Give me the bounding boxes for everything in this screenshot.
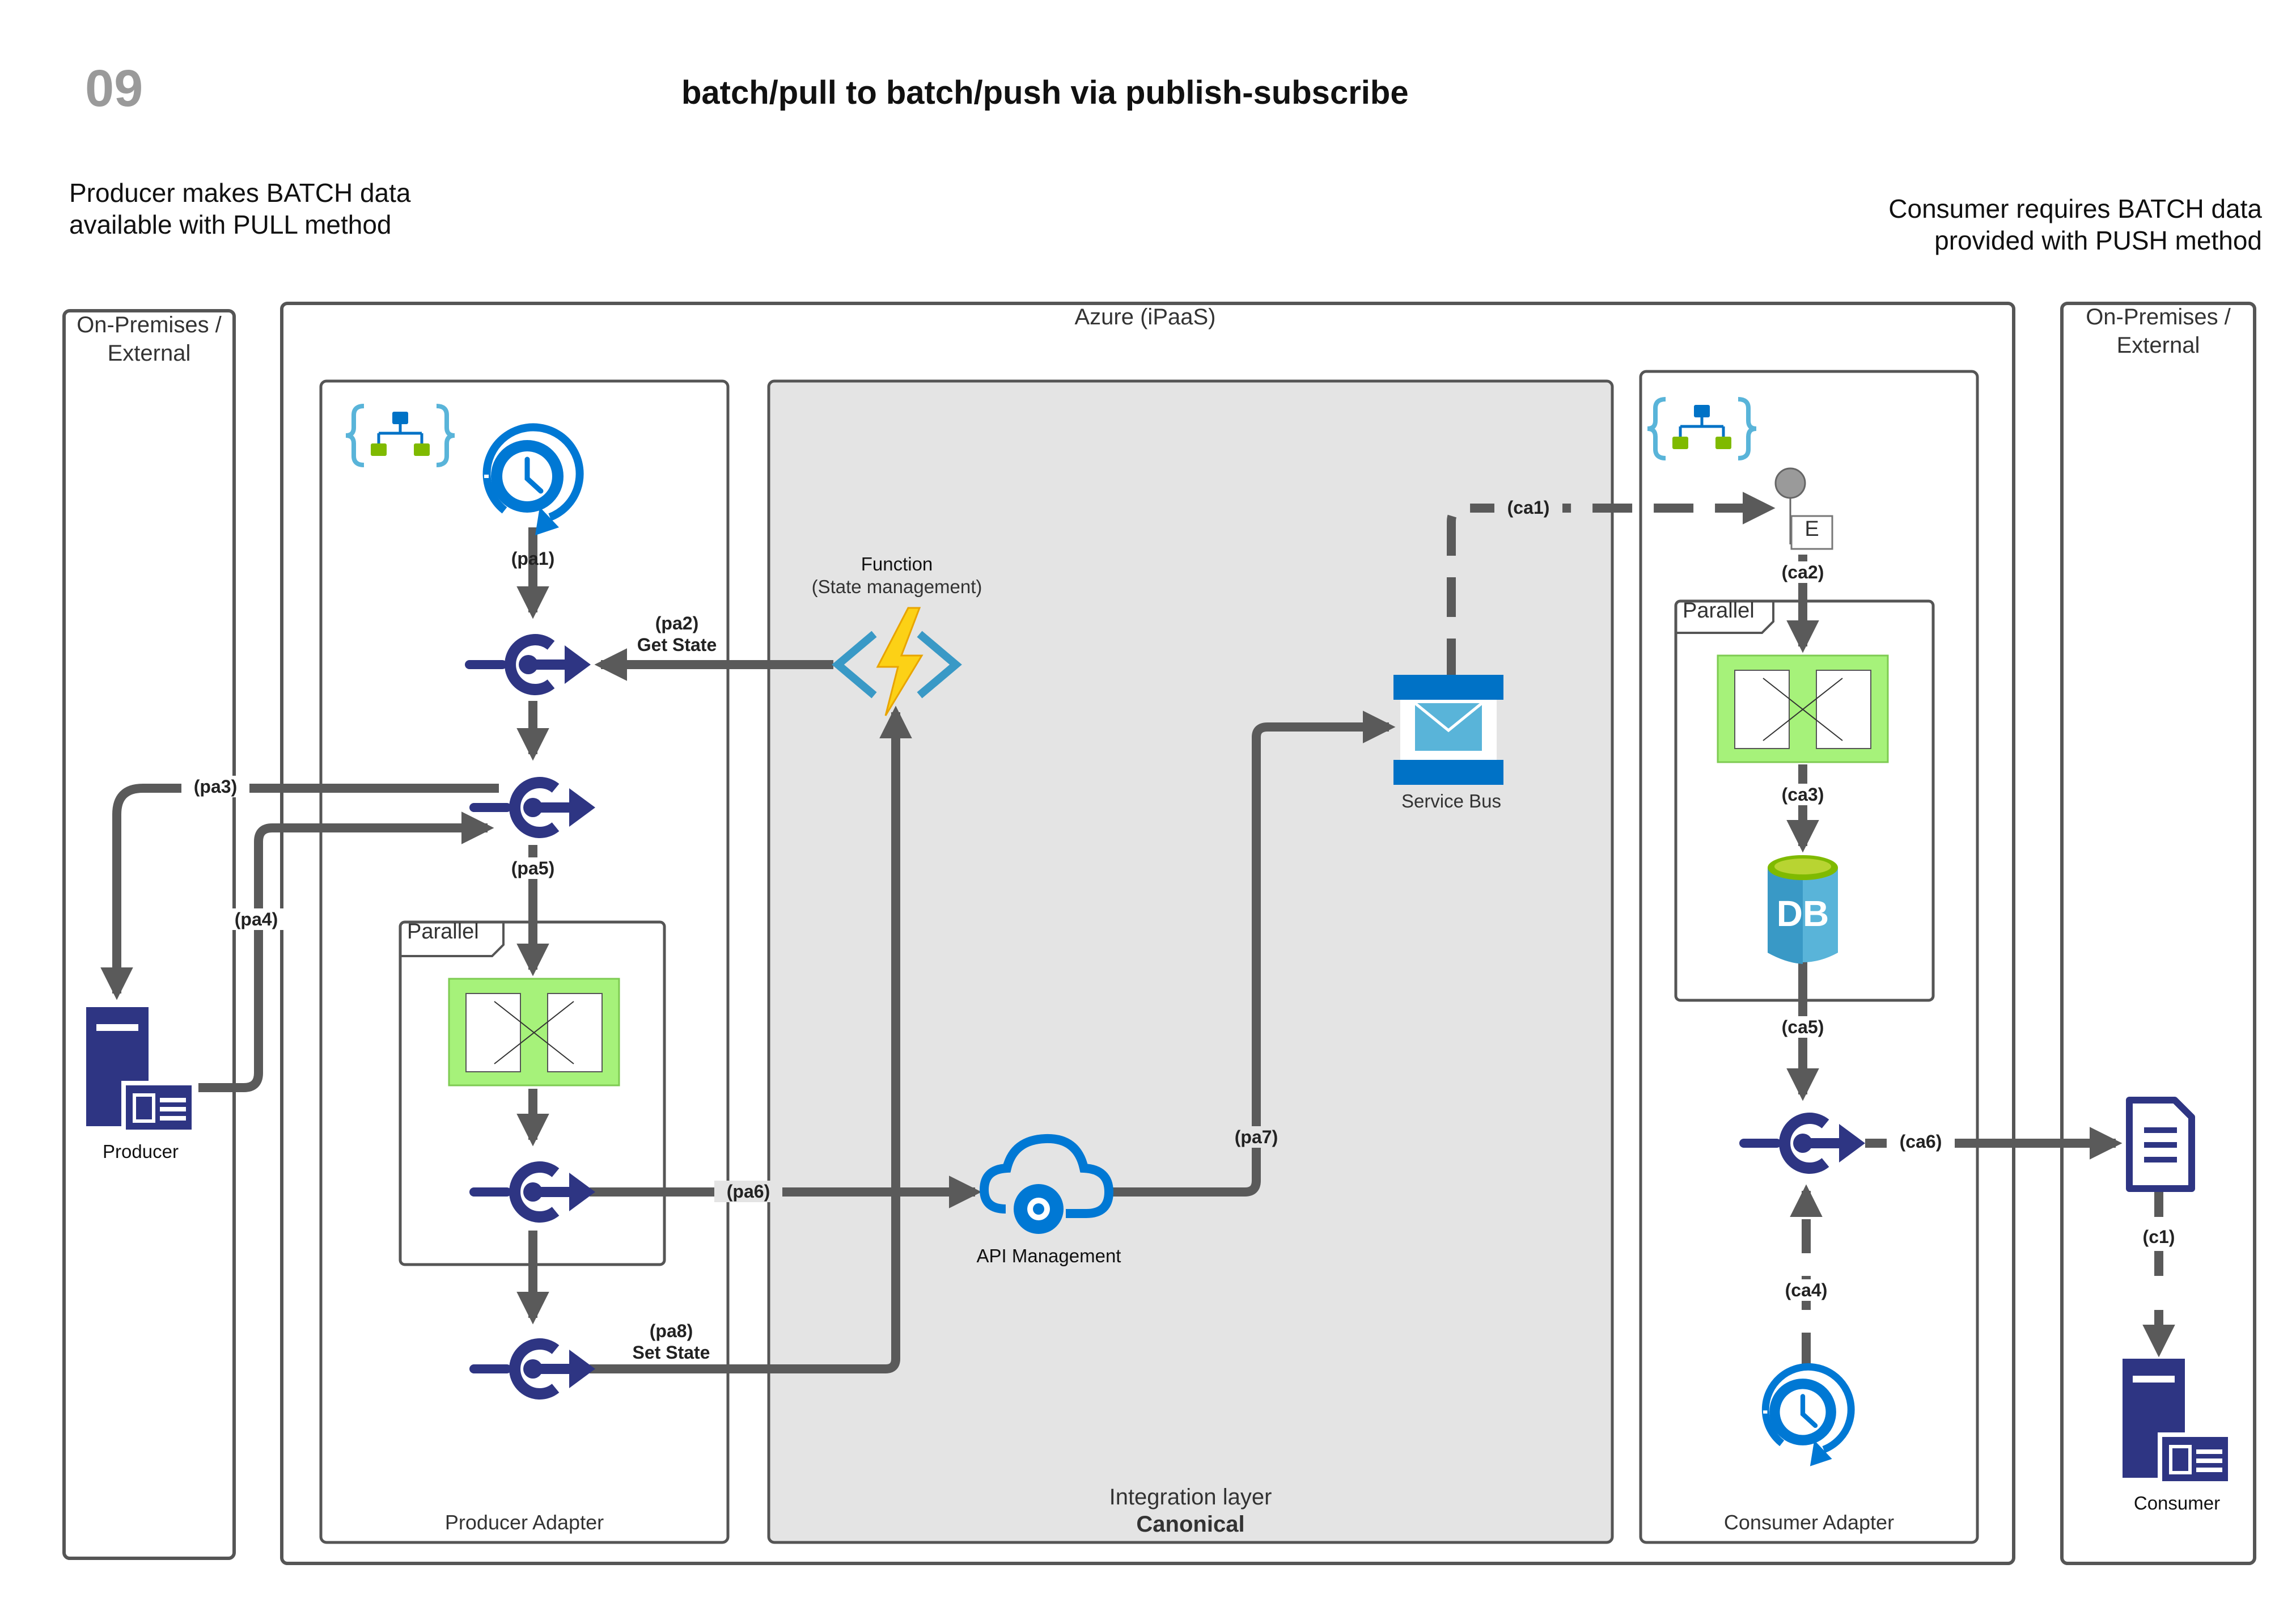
diagram-number: 09 [85,60,143,117]
edge-label-pa2: (pa2) Get State [637,613,717,655]
event-trigger-icon [1774,467,1833,550]
connector-icon-set-state [469,1344,595,1394]
api-management-icon [979,1134,1114,1234]
producer-adapter-label: Producer Adapter [444,1511,604,1534]
producer-note: Producer makes BATCH data available with… [69,178,411,239]
foreach-box-right [1717,654,1889,763]
document-icon [2126,1097,2195,1192]
edge-label-ca1: (ca1) [1494,497,1562,518]
parallel-label-right: Parallel [1683,599,1755,623]
integration-layer-box [767,379,1614,1544]
edge-label-pa8: (pa8) Set State [632,1321,710,1363]
edge-label-ca6: (ca6) [1887,1131,1955,1152]
onprem-left-lane [62,309,236,1560]
service-bus-label: Service Bus [1401,790,1502,811]
connector-lines [100,492,2175,1373]
canonical-label: Canonical [1136,1512,1245,1537]
consumer-adapter-box [1639,370,1979,1544]
db-label: DB [1776,893,1829,934]
edge-label-ca4: (ca4) [1772,1279,1840,1301]
edge-label-pa1: (pa1) [511,548,555,569]
connector-icon-get-state [465,640,591,690]
event-trigger-label: E [1804,517,1819,541]
service-bus-icon [1393,675,1503,785]
integration-layer-label: Integration layer [1109,1485,1272,1510]
azure-lane [280,302,2015,1565]
parallel-label-left: Parallel [407,920,479,944]
producer-server-icon [86,1007,195,1133]
lane-onprem-left-title: On-Premises / External [77,312,222,366]
connector-icon-send-api [469,1167,595,1217]
producer-adapter-box [319,379,730,1544]
consumer-label: Consumer [2133,1493,2221,1514]
logic-app-icon-producer [346,406,455,465]
lane-onprem-right-title: On-Premises / External [2086,305,2231,358]
edge-label-ca3: (ca3) [1769,784,1837,805]
onprem-right-lane [2060,302,2256,1565]
edge-label-pa4: (pa4) [222,908,290,930]
db-icon [1768,855,1838,964]
edge-label-pa7: (pa7) [1222,1126,1290,1148]
consumer-server-icon [2123,1359,2231,1485]
edge-label-ca5: (ca5) [1769,1016,1837,1038]
edge-label-pa5: (pa5) [499,857,567,879]
function-icon [832,607,962,716]
api-management-label: API Management [976,1245,1121,1266]
edge-label-ca2: (ca2) [1769,561,1837,583]
consumer-adapter-label: Consumer Adapter [1723,1511,1895,1534]
recurrence-clock-icon-producer [484,427,580,535]
logic-app-icon-consumer [1647,399,1756,458]
foreach-box-left [448,978,620,1087]
edge-label-pa3: (pa3) [181,776,249,797]
connector-icon-consumer [1739,1118,1865,1168]
producer-label: Producer [103,1141,179,1162]
consumer-note: Consumer requires BATCH data provided wi… [1888,194,2262,255]
edge-label-pa6: (pa6) [714,1181,782,1202]
function-subtitle-label: (State management) [811,576,982,597]
function-title-label: Function [861,553,933,574]
diagram-title: batch/pull to batch/push via publish-sub… [681,74,1409,111]
lane-azure-title: Azure (iPaaS) [1074,305,1216,329]
recurrence-clock-icon-consumer [1763,1367,1851,1466]
edge-label-c1: (c1) [2129,1226,2188,1248]
